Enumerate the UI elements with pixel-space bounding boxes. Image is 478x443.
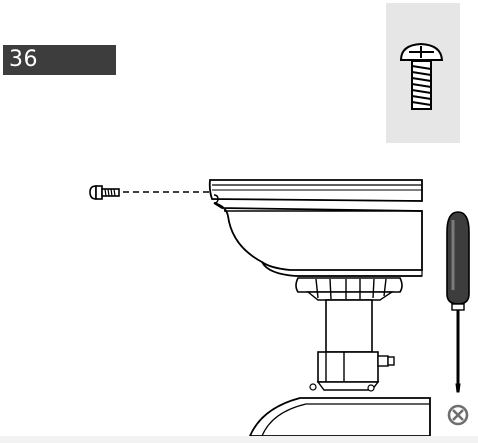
downrod: [325, 299, 373, 353]
yoke-bracket: [309, 351, 395, 392]
screwdriver-icon: [446, 211, 470, 393]
screw-icon: [399, 42, 444, 110]
downrod-coupler: [295, 277, 403, 301]
screw-icon: [89, 185, 120, 200]
canopy-housing: [208, 179, 423, 277]
page-bottom-strip: [0, 436, 478, 443]
step-number-badge: 36: [3, 45, 116, 75]
motor-housing: [248, 397, 431, 437]
prohibited-circle-x-icon: [447, 404, 469, 426]
part-panel: [386, 3, 460, 143]
